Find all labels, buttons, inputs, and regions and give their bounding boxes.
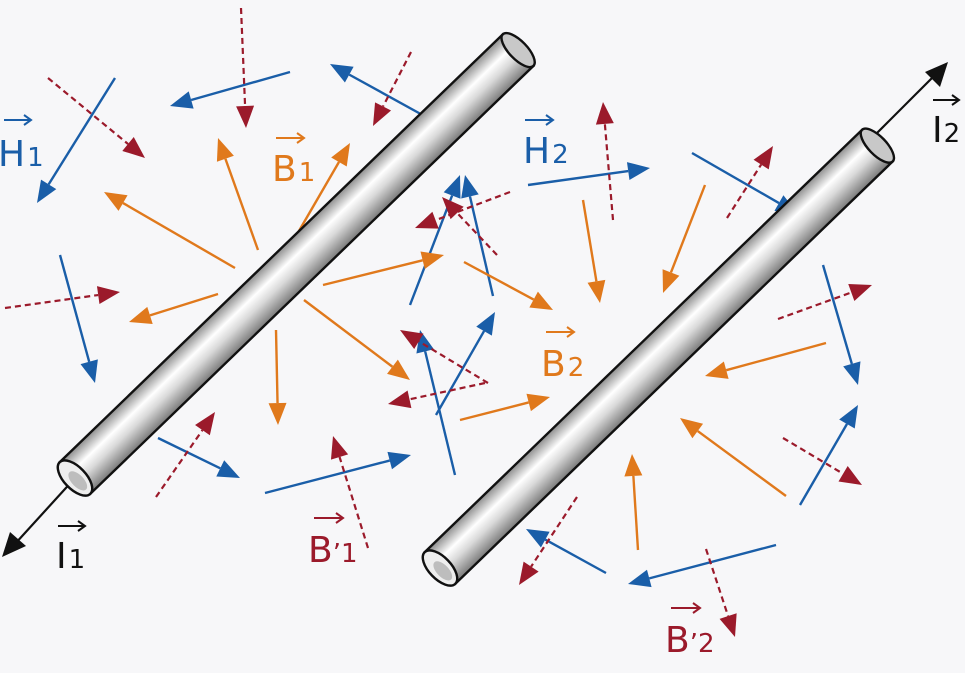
b-prime-field-arrow-3 (373, 51, 412, 126)
b-field-arrow-14 (624, 454, 643, 551)
b-prime-field-arrow-7 (415, 190, 511, 229)
b-prime-field-arrow-10 (388, 381, 486, 409)
b-field-arrow-7 (303, 299, 410, 380)
b-prime-field-arrow-6 (330, 436, 370, 549)
field-vectors (4, 7, 872, 637)
h-field-arrow-8 (461, 175, 495, 297)
b-field-arrow-12 (705, 341, 827, 379)
label-b2: B2 (541, 326, 584, 385)
b-field-arrow-4 (129, 292, 219, 324)
b-prime-field-arrow-12 (726, 146, 773, 219)
svg-text:I1: I1 (56, 536, 85, 577)
h-field-arrow-12 (691, 151, 798, 214)
h-field-arrow-6 (264, 451, 411, 495)
svg-text:B1: B1 (272, 149, 315, 190)
b-field-arrow-8 (459, 393, 550, 422)
h-field-arrow-9 (434, 312, 495, 416)
wire-1 (56, 31, 536, 497)
h-field-arrow-4 (58, 254, 98, 383)
b-field-arrow-6 (322, 251, 444, 287)
h-field-arrow-5 (157, 436, 240, 478)
b-prime-field-arrow-11 (595, 102, 615, 221)
b-prime-field-arrow-8 (442, 197, 498, 256)
b-field-arrow-2 (216, 138, 260, 251)
svg-text:B2: B2 (541, 344, 584, 385)
svg-text:H2: H2 (523, 131, 569, 172)
h-field-arrow-14 (798, 405, 858, 506)
h-field-arrow-1 (37, 77, 117, 203)
h-field-arrow-7 (408, 175, 461, 306)
h-field-arrow-11 (527, 162, 650, 187)
b-field-arrow-1 (104, 192, 236, 270)
label-b-prime-1: B’1 (308, 512, 358, 571)
h-field-arrow-16 (526, 529, 607, 575)
current-i2-arrow (869, 62, 948, 141)
b-prime-field-arrow-13 (777, 284, 872, 321)
svg-text:H1: H1 (0, 134, 44, 175)
b-field-arrow-11 (662, 184, 707, 293)
b-field-arrow-5 (268, 329, 287, 425)
b-prime-field-arrow-9 (400, 330, 489, 384)
svg-text:I2: I2 (932, 110, 960, 151)
svg-text:B’1: B’1 (308, 530, 358, 571)
b-field-arrow-13 (680, 418, 787, 497)
b-prime-field-arrow-1 (47, 77, 145, 158)
h-field-arrow-13 (821, 264, 861, 385)
label-i1: I1 (56, 520, 87, 577)
label-i2: I2 (932, 94, 961, 151)
wire-2 (421, 127, 896, 587)
b-prime-field-arrow-14 (782, 437, 862, 485)
b-prime-field-arrow-4 (4, 286, 120, 310)
b-prime-field-arrow-16 (704, 548, 737, 637)
b-field-arrow-9 (463, 260, 553, 310)
b-prime-field-arrow-15 (519, 496, 578, 585)
h-field-arrow-2 (170, 70, 291, 109)
b-prime-field-arrow-2 (236, 7, 255, 128)
label-b-prime-2: B’2 (665, 602, 715, 661)
h-field-arrow-15 (628, 543, 777, 588)
svg-text:B’2: B’2 (665, 620, 715, 661)
label-b1: B1 (272, 132, 315, 190)
label-h1: H1 (0, 114, 44, 175)
label-h2: H2 (523, 114, 569, 172)
b-prime-field-arrow-5 (155, 412, 215, 498)
current-i1-arrow (2, 477, 76, 557)
b-field-arrow-10 (581, 199, 606, 303)
